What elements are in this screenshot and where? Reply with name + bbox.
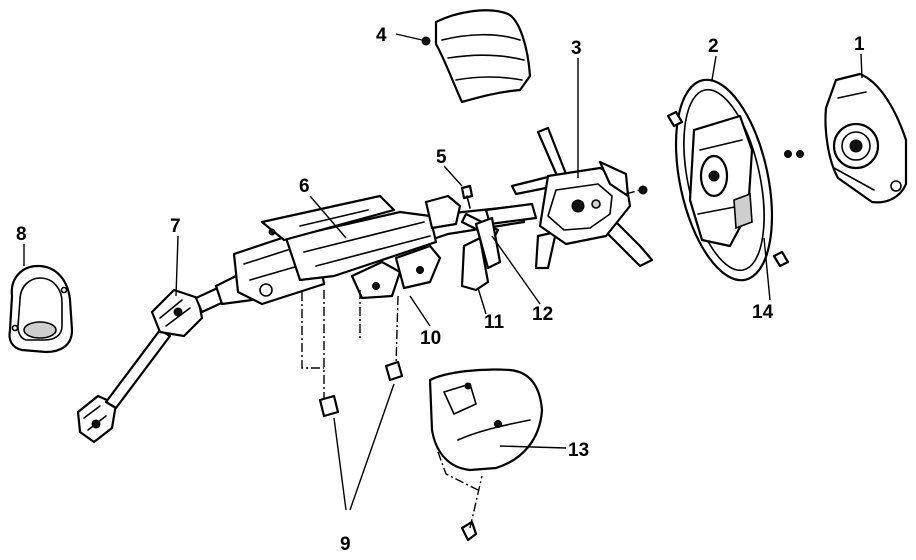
steering-wheel: [666, 78, 804, 282]
callout-6: 6: [299, 176, 310, 197]
callout-8: 8: [16, 224, 27, 245]
combination-switch: [510, 126, 654, 270]
column-mounting-nuts: [301, 290, 479, 511]
callout-5: 5: [436, 147, 447, 168]
column-screw: [460, 184, 474, 209]
tilt-lever: [460, 216, 502, 292]
callout-12: 12: [532, 304, 553, 325]
callout-10: 10: [420, 328, 441, 349]
airbag-module: [824, 72, 908, 204]
intermediate-shaft: [76, 284, 230, 444]
callout-13: 13: [568, 440, 589, 461]
column-upper-cover: [421, 9, 532, 104]
callout-14: 14: [752, 302, 774, 323]
callout-7: 7: [170, 216, 181, 237]
callout-9: 9: [340, 534, 351, 555]
leader-lines: [23, 33, 863, 449]
column-lower-cover: [428, 368, 544, 542]
callout-3: 3: [571, 38, 582, 59]
callout-4: 4: [376, 25, 387, 46]
callout-1: 1: [854, 34, 865, 55]
column-hole-cover: [8, 264, 74, 354]
callout-2: 2: [708, 36, 719, 57]
callout-11: 11: [484, 312, 505, 333]
